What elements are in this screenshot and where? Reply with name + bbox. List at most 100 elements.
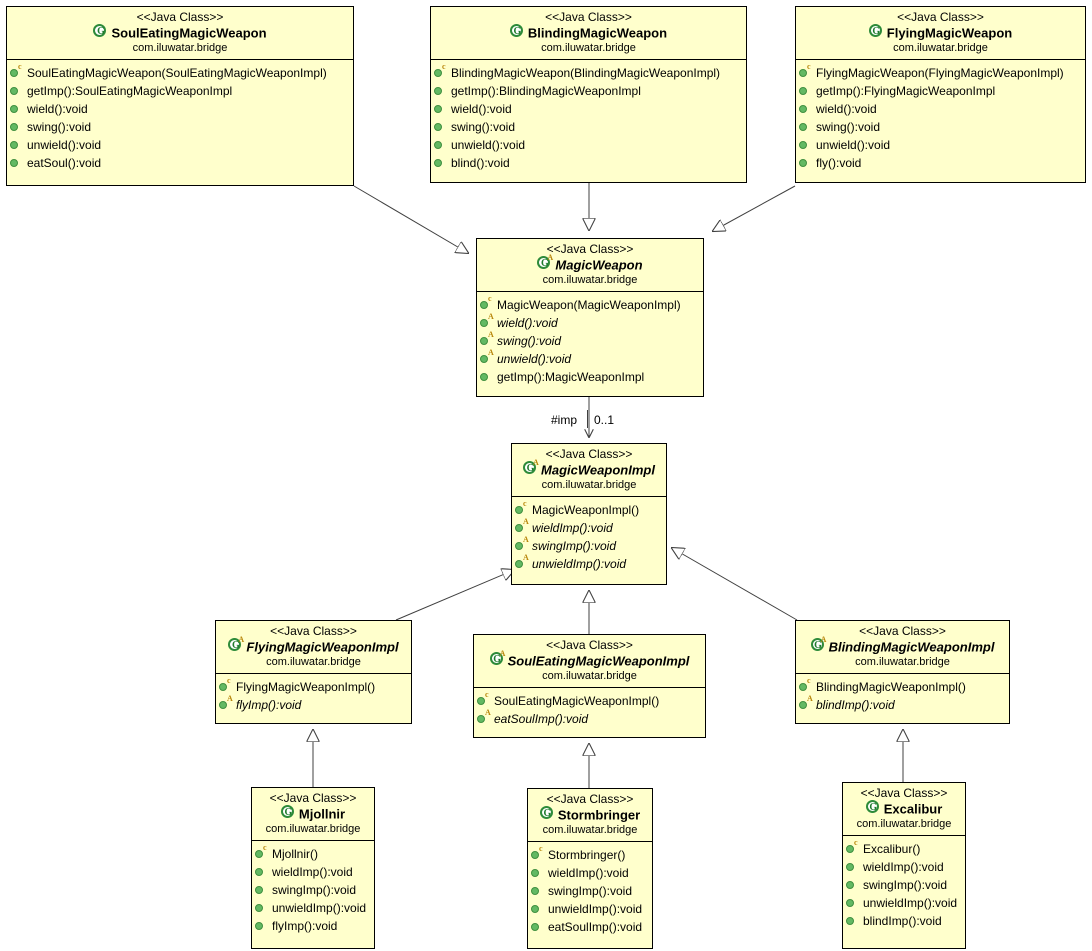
class-member-row[interactable]: getImp():FlyingMagicWeaponImpl [799, 81, 1083, 99]
class-member-label: unwield():void [451, 138, 526, 153]
class-member-row[interactable]: wield():void [10, 99, 351, 117]
class-member-label: swing():void [27, 120, 92, 135]
class-member-label: swing():void [451, 120, 516, 135]
member-visibility-dot [480, 318, 488, 327]
class-member-row[interactable]: blindImp():void [846, 911, 963, 929]
member-visibility-dot [480, 336, 488, 345]
member-method-icon [799, 120, 813, 133]
class-member-row[interactable]: swing():void [434, 117, 744, 135]
constructor-badge-icon: c [18, 61, 22, 71]
class-member-row[interactable]: swing():void [10, 117, 351, 135]
class-member-row[interactable]: swingImp():void [531, 881, 650, 899]
class-member-row[interactable]: blind():void [434, 153, 744, 171]
member-constructor-icon: c [477, 690, 491, 707]
class-package: com.iluwatar.bridge [265, 823, 361, 836]
class-member-row[interactable]: getImp():SoulEatingMagicWeaponImpl [10, 81, 351, 99]
class-member-row[interactable]: swing():void [799, 117, 1083, 135]
class-member-row[interactable]: flyImp():void [255, 916, 372, 934]
class-member-row[interactable]: swingImp():void [255, 880, 372, 898]
member-visibility-dot [10, 104, 18, 113]
member-visibility-dot [515, 523, 523, 532]
abstract-badge-icon: A [485, 707, 491, 717]
member-method-icon: A [515, 535, 529, 552]
class-member-row[interactable]: fly():void [799, 153, 1083, 171]
member-visibility-dot [531, 850, 539, 859]
member-method-icon [434, 138, 448, 151]
class-member-row[interactable]: unwield():void [799, 135, 1083, 153]
member-constructor-icon: c [515, 499, 529, 516]
class-member-label: wieldImp():void [532, 521, 613, 536]
member-visibility-dot [531, 886, 539, 895]
class-member-row[interactable]: wield():void [434, 99, 744, 117]
member-visibility-dot [480, 354, 488, 363]
member-method-icon [531, 902, 545, 915]
class-member-label: swing():void [497, 334, 562, 349]
class-member-row[interactable]: getImp():BlindingMagicWeaponImpl [434, 81, 744, 99]
class-member-row[interactable]: unwield():void [434, 135, 744, 153]
member-visibility-dot [799, 86, 807, 95]
member-visibility-dot [846, 898, 854, 907]
class-member-row[interactable]: wieldImp():void [846, 857, 963, 875]
member-method-icon: A [480, 330, 494, 347]
class-member-row[interactable]: unwieldImp():void [531, 899, 650, 917]
class-member-row[interactable]: getImp():MagicWeaponImpl [480, 367, 701, 385]
class-name: MagicWeaponImpl [541, 462, 655, 478]
class-member-row[interactable]: wieldImp():void [255, 862, 372, 880]
class-icon-ring [539, 806, 553, 820]
class-package: com.iluwatar.bridge [541, 42, 636, 55]
class-member-row[interactable]: wieldImp():void [531, 863, 650, 881]
member-method-icon: A [480, 348, 494, 365]
class-member-label: SoulEatingMagicWeaponImpl() [494, 694, 660, 709]
class-member-label: eatSoul():void [27, 156, 102, 171]
member-visibility-dot [531, 904, 539, 913]
class-member-row[interactable]: swingImp():void [846, 875, 963, 893]
class-member-label: unwield():void [816, 138, 891, 153]
member-visibility-dot [477, 696, 485, 705]
class-member-label: Mjollnir() [272, 847, 318, 862]
class-member-row[interactable]: unwieldImp():void [846, 893, 963, 911]
class-member-row[interactable]: wield():void [799, 99, 1083, 117]
class-member-label: BlindingMagicWeapon(BlindingMagicWeaponI… [451, 66, 721, 81]
class-member-row[interactable]: unwieldImp():void [255, 898, 372, 916]
class-member-row[interactable]: eatSoul():void [10, 153, 351, 171]
class-member-row[interactable]: eatSoulImp():void [531, 917, 650, 935]
class-member-label: unwield():void [27, 138, 102, 153]
class-member-row[interactable]: unwield():void [10, 135, 351, 153]
class-member-label: MagicWeapon(MagicWeaponImpl) [497, 298, 681, 313]
member-visibility-dot [10, 158, 18, 167]
class-name: FlyingMagicWeaponImpl [246, 639, 399, 655]
